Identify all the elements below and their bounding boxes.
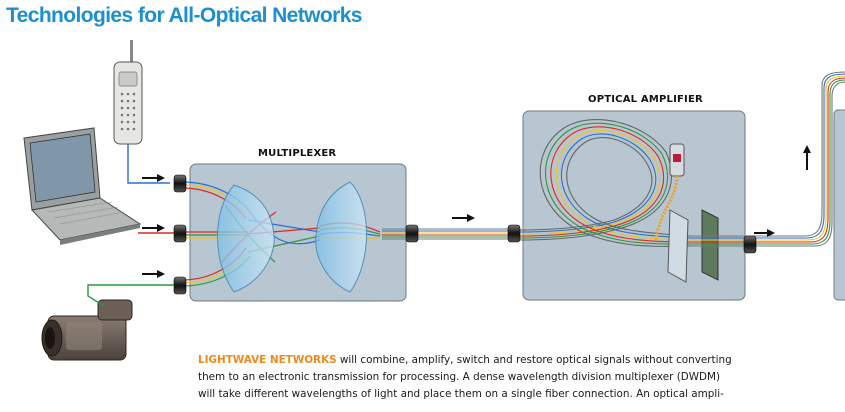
filter-icon [701,209,719,281]
right-box-edge [833,109,845,301]
caption: LIGHTWAVE NETWORKS will combine, amplify… [198,352,758,403]
telephone-icon [113,40,143,145]
caption-lead: LIGHTWAVE NETWORKS [198,354,337,366]
trunk-fiber [382,228,520,240]
camcorder-wire [87,284,176,307]
laser-icon [654,143,685,241]
laptop-icon [23,127,142,245]
caption-line-3: will take different wavelengths of light… [198,388,724,400]
amplifier-coil [519,119,691,248]
multiplexer-label: MULTIPLEXER [258,148,337,159]
lens-icon [315,181,367,293]
caption-line-1: will combine, amplify, switch and restor… [336,354,732,366]
optical-amplifier-label: OPTICAL AMPLIFIER [588,94,703,105]
connector-icon [173,174,757,295]
telephone-wire [127,144,170,184]
arrow-icon [452,145,811,237]
camcorder-icon [41,299,133,361]
optical-amplifier-box [522,110,746,301]
lens-icon [217,184,275,293]
arrow-icon [142,174,165,278]
filter-icon [667,209,689,283]
output-fiber [690,71,845,247]
caption-line-2: them to an electronic transmission for p… [198,371,721,383]
page-title: Technologies for All-Optical Networks [6,4,362,27]
